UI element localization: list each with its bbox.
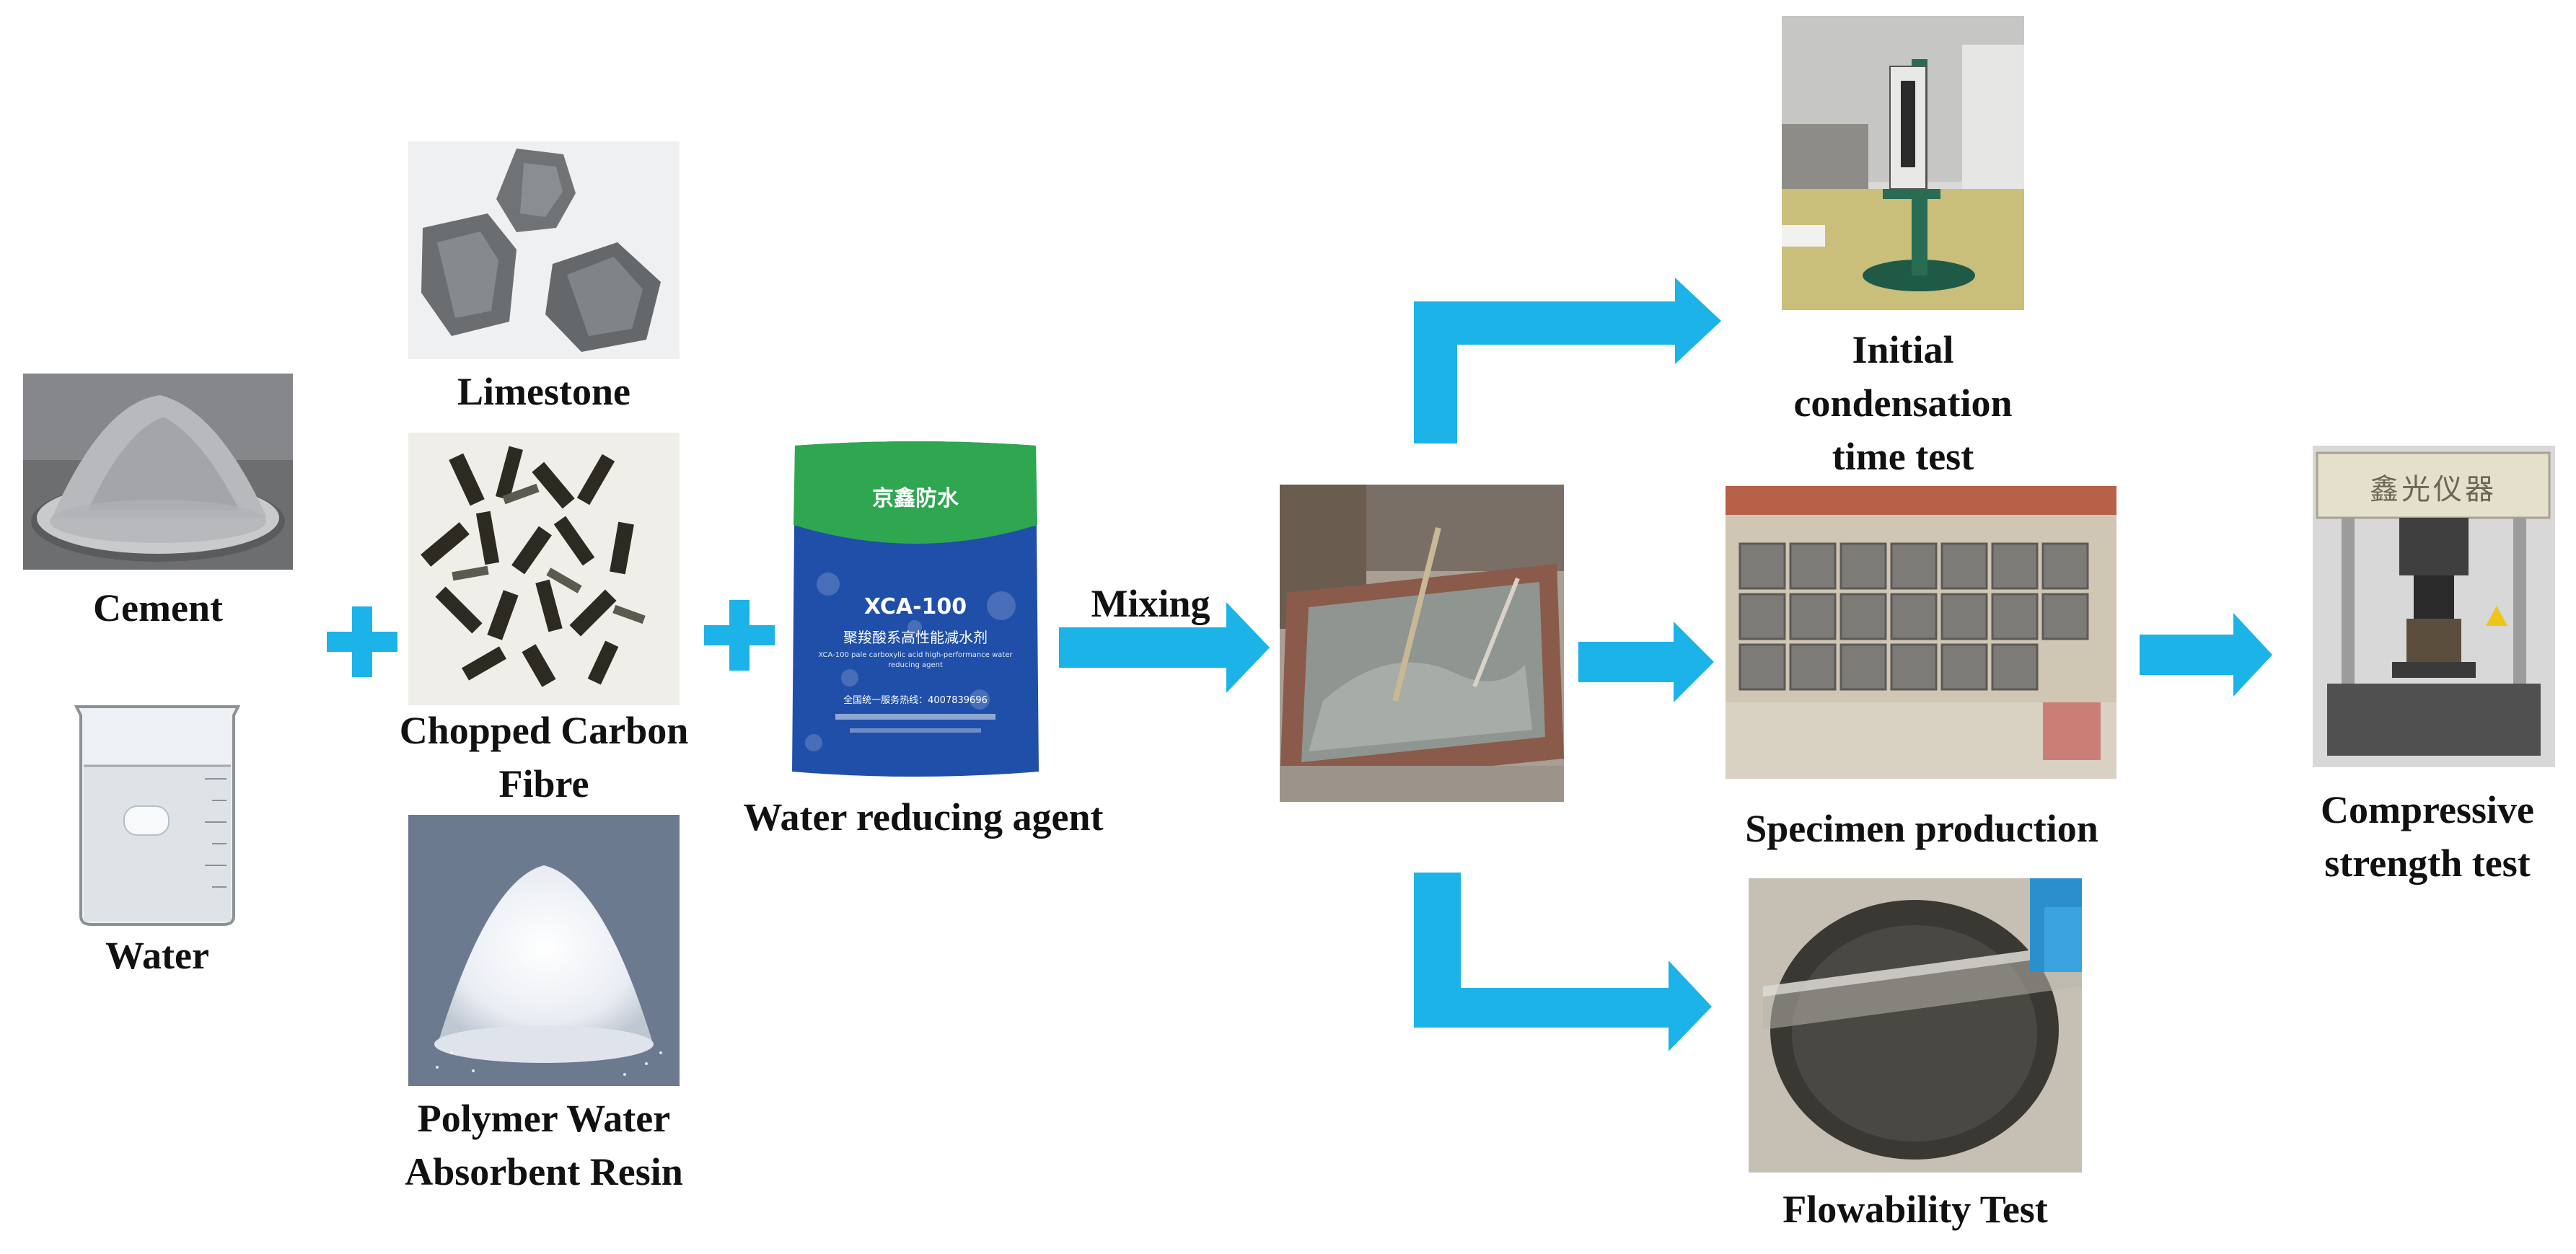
vicat-apparatus-photo bbox=[1782, 16, 2024, 310]
resin-granules-photo bbox=[408, 815, 680, 1086]
cube-specimens-photo bbox=[1726, 486, 2116, 779]
branch-up-arrow-icon bbox=[1414, 278, 1721, 443]
flow-spread-photo bbox=[1749, 878, 2082, 1173]
to-compressive-arrow-icon bbox=[2140, 613, 2272, 697]
limestone-photo bbox=[408, 141, 680, 359]
condensation-label: Initial condensation time test bbox=[1793, 328, 2013, 478]
to-specimen-arrow-icon bbox=[1578, 622, 1714, 702]
resin-label: Polymer Water Absorbent Resin bbox=[405, 1097, 683, 1193]
mixing-label: Mixing bbox=[1091, 582, 1210, 625]
mixing-trough-photo bbox=[1280, 485, 1564, 802]
bag-english-text: XCA-100 pale carboxylic acid high-perfor… bbox=[818, 651, 1013, 669]
carbon-fibre-label: Chopped Carbon Fibre bbox=[399, 709, 689, 805]
machine-brand-text: 鑫光仪器 bbox=[2370, 473, 2497, 506]
flowability-label: Flowability Test bbox=[1782, 1188, 2048, 1231]
plus-icon-2 bbox=[704, 600, 775, 671]
plus-icon-1 bbox=[327, 606, 397, 677]
bag-model-text: XCA-100 bbox=[863, 594, 967, 619]
water-reducer-bag-photo: 京鑫防水 XCA-100 聚羧酸系高性能减水剂 XCA-100 pale car… bbox=[785, 440, 1046, 779]
bag-brand-text: 京鑫防水 bbox=[872, 486, 959, 511]
water-reducer-label: Water reducing agent bbox=[743, 795, 1104, 839]
compressive-label: Compressive strength test bbox=[2321, 788, 2534, 885]
specimen-label: Specimen production bbox=[1745, 807, 2098, 850]
compression-machine-photo: 鑫光仪器 bbox=[2313, 446, 2555, 767]
water-beaker-photo bbox=[63, 699, 251, 930]
limestone-label: Limestone bbox=[457, 370, 630, 413]
cement-label: Cement bbox=[93, 586, 223, 630]
cement-photo bbox=[23, 374, 293, 570]
carbon-fibre-photo bbox=[408, 433, 680, 705]
water-label: Water bbox=[105, 934, 209, 977]
branch-down-arrow-icon bbox=[1414, 873, 1712, 1051]
mixing-arrow-icon bbox=[1059, 602, 1270, 693]
bag-subtitle-text: 聚羧酸系高性能减水剂 bbox=[843, 629, 988, 646]
bag-hotline-text: 全国统一服务热线：4007839696 bbox=[843, 695, 988, 706]
